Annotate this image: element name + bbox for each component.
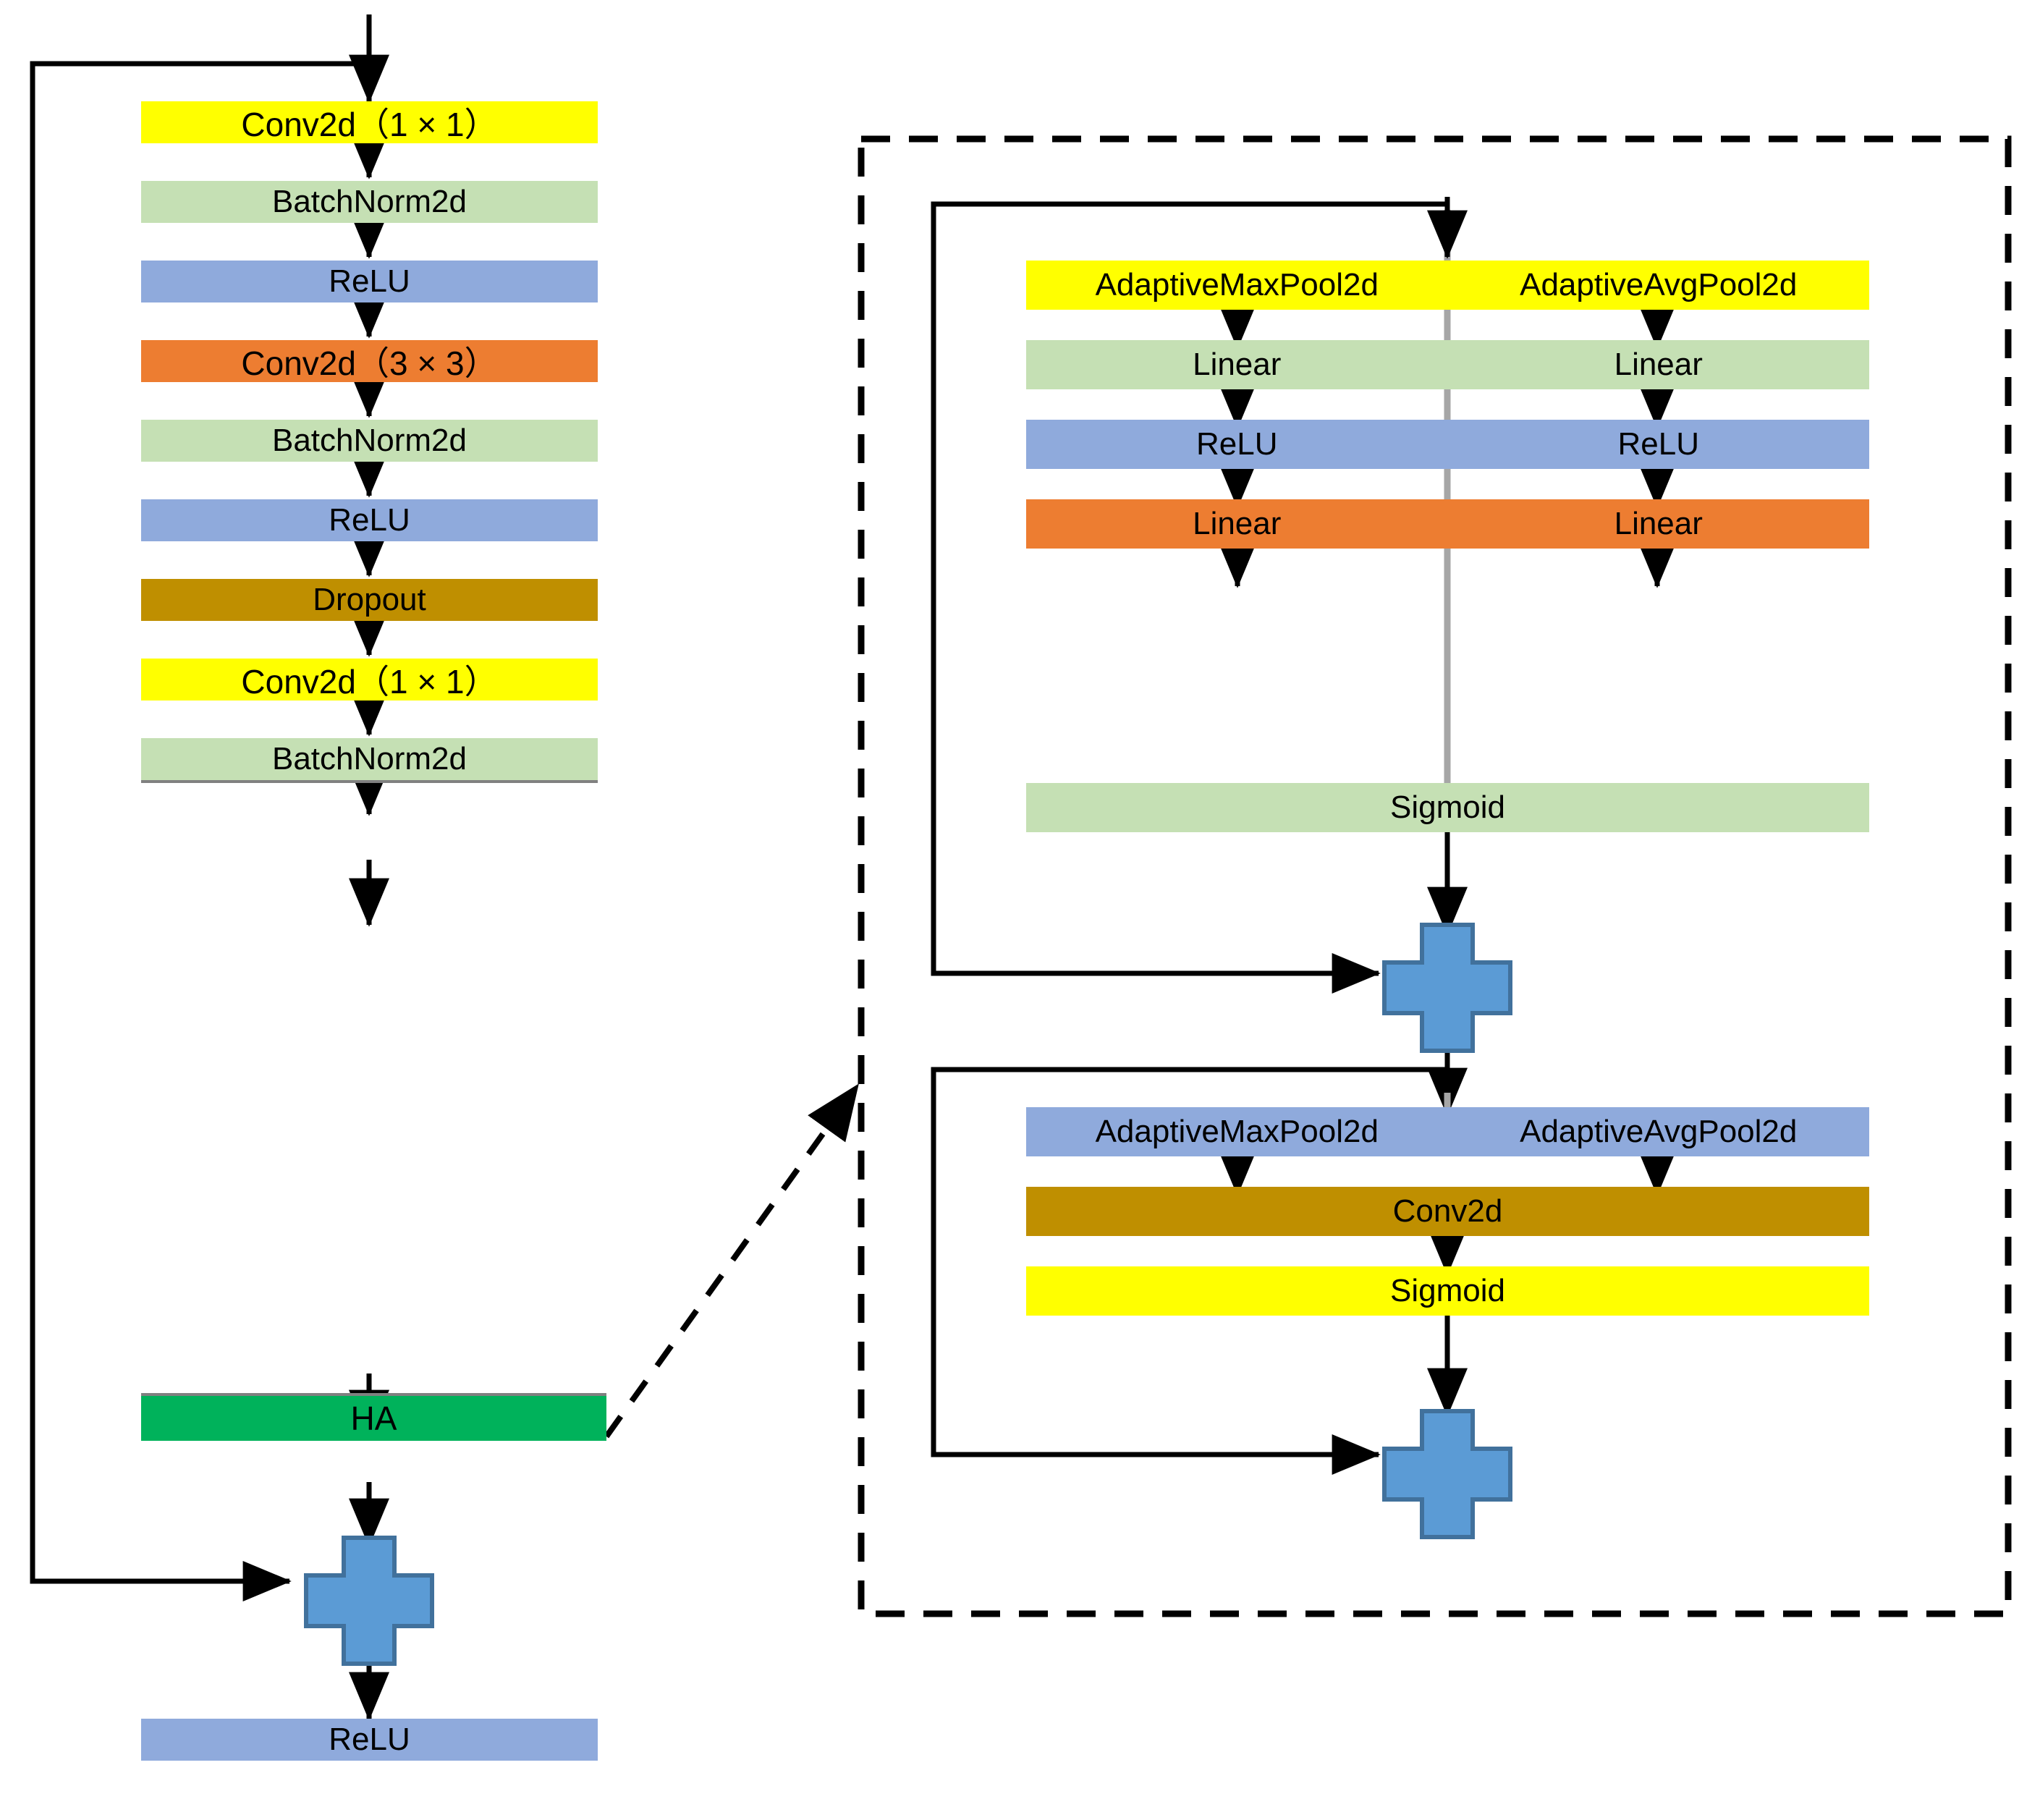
row-conv2d-spatial[interactable]: Conv2d <box>1026 1187 1869 1236</box>
block-label: BatchNorm2d <box>271 423 467 458</box>
block-label: ReLU <box>329 1722 410 1757</box>
block-relu-a[interactable]: ReLU <box>141 261 598 302</box>
block-label: ReLU <box>329 263 410 299</box>
block-label: Sigmoid <box>1390 1273 1505 1308</box>
block-label: Conv2d（1 × 1） <box>241 106 498 143</box>
adaptive-avg-pool-label-2: AdaptiveAvgPool2d <box>1520 1114 1798 1149</box>
adaptive-max-pool-label: AdaptiveMaxPool2d <box>1095 267 1379 302</box>
row-sigmoid-spatial[interactable]: Sigmoid <box>1026 1266 1869 1316</box>
block-batchnorm2d-c[interactable]: BatchNorm2d <box>141 738 598 783</box>
linear2-left-label: Linear <box>1193 506 1282 541</box>
adaptive-max-pool-label-2: AdaptiveMaxPool2d <box>1095 1114 1379 1149</box>
channel-attention-add-icon <box>1382 923 1512 1053</box>
spatial-attention-skip <box>931 1060 1450 1475</box>
row-linear-2[interactable]: Linear Linear <box>1026 499 1869 549</box>
block-conv2d-3x3[interactable]: Conv2d（3 × 3） <box>141 340 598 382</box>
linear-left-label: Linear <box>1193 347 1282 382</box>
block-label: Conv2d（3 × 3） <box>241 344 498 382</box>
residual-skip-connection <box>30 14 389 1601</box>
block-label: Sigmoid <box>1390 790 1505 825</box>
row-adaptive-pool-channel[interactable]: AdaptiveMaxPool2d AdaptiveAvgPool2d <box>1026 261 1869 310</box>
channel-attention-skip <box>931 197 1450 994</box>
linear2-right-label: Linear <box>1614 506 1703 541</box>
relu-right-label: ReLU <box>1617 426 1700 462</box>
block-label: Dropout <box>313 582 426 617</box>
block-relu-output[interactable]: ReLU <box>141 1719 598 1761</box>
block-conv2d-1x1-a[interactable]: Conv2d（1 × 1） <box>141 101 598 143</box>
row-relu-channel[interactable]: ReLU ReLU <box>1026 420 1869 469</box>
block-relu-b[interactable]: ReLU <box>141 499 598 541</box>
block-label: Conv2d（1 × 1） <box>241 663 498 701</box>
relu-left-label: ReLU <box>1196 426 1278 462</box>
block-batchnorm2d-b[interactable]: BatchNorm2d <box>141 420 598 462</box>
ha-callout-arrow <box>604 1083 860 1439</box>
block-label: ReLU <box>329 502 410 538</box>
block-label: Conv2d <box>1392 1193 1503 1229</box>
block-batchnorm2d-a[interactable]: BatchNorm2d <box>141 181 598 223</box>
spatial-attention-add-icon <box>1382 1409 1512 1539</box>
row-adaptive-pool-spatial[interactable]: AdaptiveMaxPool2d AdaptiveAvgPool2d <box>1026 1107 1869 1156</box>
block-ha[interactable]: HA <box>141 1393 606 1441</box>
block-label: BatchNorm2d <box>271 184 467 219</box>
residual-add-icon <box>304 1536 434 1666</box>
block-dropout[interactable]: Dropout <box>141 579 598 621</box>
block-label: BatchNorm2d <box>271 741 467 776</box>
row-linear-1[interactable]: Linear Linear <box>1026 340 1869 389</box>
row-sigmoid-channel[interactable]: Sigmoid <box>1026 783 1869 832</box>
linear-right-label: Linear <box>1614 347 1703 382</box>
block-label: HA <box>350 1400 397 1437</box>
plus-glyphs <box>304 923 1512 1666</box>
adaptive-avg-pool-label: AdaptiveAvgPool2d <box>1520 267 1798 302</box>
ha-module-border <box>858 135 2012 1617</box>
block-conv2d-1x1-b[interactable]: Conv2d（1 × 1） <box>141 659 598 701</box>
